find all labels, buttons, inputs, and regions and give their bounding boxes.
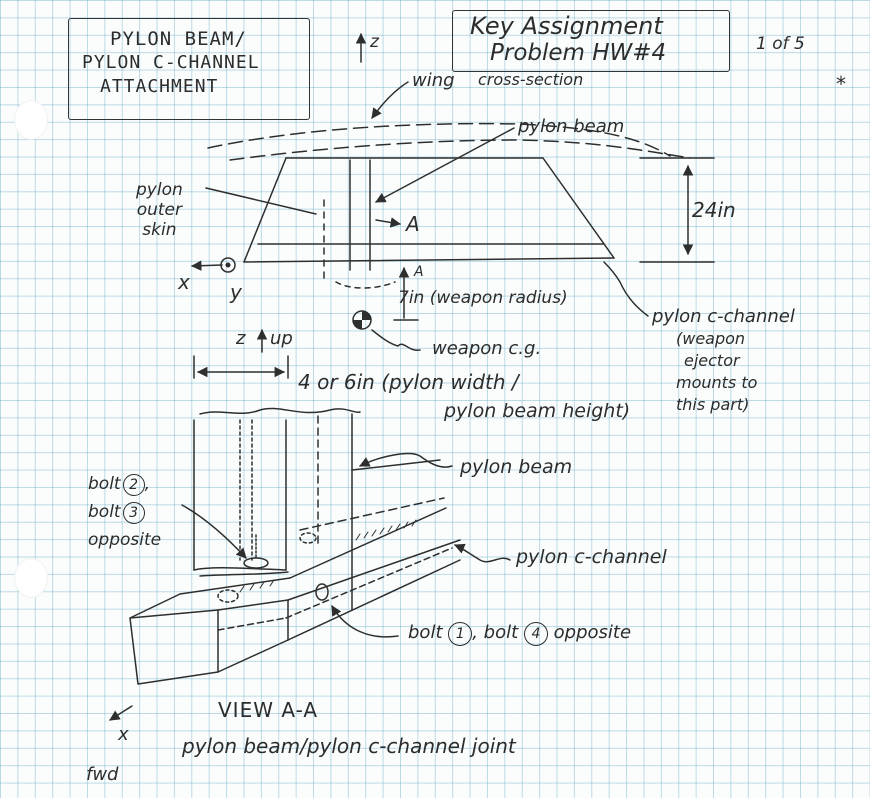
section-mark-a: A [406, 212, 420, 236]
view-aa-drawing [109, 328, 461, 721]
problem-line-2: Problem HW#4 [490, 40, 667, 66]
height-dimension [639, 157, 715, 263]
bolt-4-opposite: opposite [553, 622, 632, 643]
view-z-label: z [236, 328, 246, 349]
problem-box [452, 10, 730, 72]
view-c-channel-leader [454, 543, 511, 563]
z-axis-label: z [370, 32, 379, 52]
view-c-channel-label: pylon c-channel [516, 546, 667, 568]
bolt-2-number: 2 [122, 474, 145, 496]
pylon-beam-leader [375, 127, 515, 203]
problem-line-1: Key Assignment [470, 12, 663, 40]
section-mark-a-lower: A [414, 264, 424, 280]
weapon-cg-label: weapon c.g. [432, 338, 542, 359]
binder-hole-bottom [14, 558, 48, 598]
y-axis-label: y [230, 280, 242, 304]
binder-hole-top [14, 100, 48, 140]
wing-note: cross-section [478, 70, 584, 89]
c-channel-note-2: ejector [684, 351, 740, 370]
weapon-cg-symbol [352, 310, 421, 351]
c-channel-note-1: (weapon [676, 329, 746, 348]
bolt-1-word: bolt [408, 622, 443, 643]
c-channel-note: (weapon ejector mounts to this part) [676, 328, 757, 416]
view-aa-label: VIEW A-A [218, 698, 319, 722]
bolt14-leader [331, 605, 399, 638]
x-axis-label: x [178, 270, 190, 294]
view-pylon-beam-label: pylon beam [460, 456, 573, 478]
bolt-1-4-label: bolt 1, bolt 4 opposite [408, 622, 631, 646]
weapon-radius-label: 7in (weapon radius) [398, 288, 568, 308]
pylon-trapezoid [243, 157, 615, 289]
bolt-3-opposite: opposite [88, 530, 162, 550]
bolt-2-comma: , [144, 474, 150, 494]
c-channel-leader-upper [603, 261, 649, 317]
c-channel-note-3: mounts to [676, 373, 758, 392]
bolt23-leader [181, 504, 247, 559]
outer-skin-line-3: skin [142, 220, 177, 240]
title-line-1: PYLON BEAM/ [110, 28, 247, 50]
view-pylon-beam-leader [359, 452, 453, 468]
bolt-4-word: , bolt [472, 622, 519, 643]
title-line-3: ATTACHMENT [100, 76, 219, 97]
bolt-3-word: bolt [88, 502, 121, 522]
star-mark: * [836, 72, 846, 96]
wing-label: wing [412, 70, 455, 91]
outer-skin-line-2: outer [136, 200, 183, 220]
wing-leader [371, 81, 409, 119]
title-box [68, 18, 310, 120]
view-up-label: up [270, 328, 293, 349]
section-a-arrow [375, 217, 402, 228]
bolt-2-word: bolt [88, 474, 121, 494]
pylon-outer-skin-label: pylon outer skin [136, 180, 183, 240]
weapon-radius-dimension [393, 266, 419, 321]
outer-skin-leader [205, 187, 317, 215]
pylon-beam-label: pylon beam [518, 116, 625, 137]
width-note-line-2: pylon beam height) [444, 400, 631, 422]
bolt-4-number: 4 [523, 622, 548, 646]
title-line-2: PYLON C-CHANNEL [82, 52, 260, 73]
outer-skin-line-1: pylon [136, 180, 183, 200]
joint-caption: pylon beam/pylon c-channel joint [182, 734, 516, 758]
fwd-label: fwd [86, 764, 119, 785]
bolt-3-number: 3 [122, 502, 145, 524]
wing-cross-section-lines [207, 122, 691, 161]
width-note-line-1: 4 or 6in (pylon width / [298, 370, 519, 394]
height-dimension-label: 24in [692, 198, 736, 222]
fwd-x-label: x [118, 724, 129, 745]
xy-axis-symbol [190, 257, 236, 273]
bolt-1-number: 1 [448, 622, 473, 646]
pylon-c-channel-label: pylon c-channel [652, 306, 795, 327]
page-number: 1 of 5 [756, 34, 805, 54]
c-channel-note-4: this part) [676, 395, 750, 414]
